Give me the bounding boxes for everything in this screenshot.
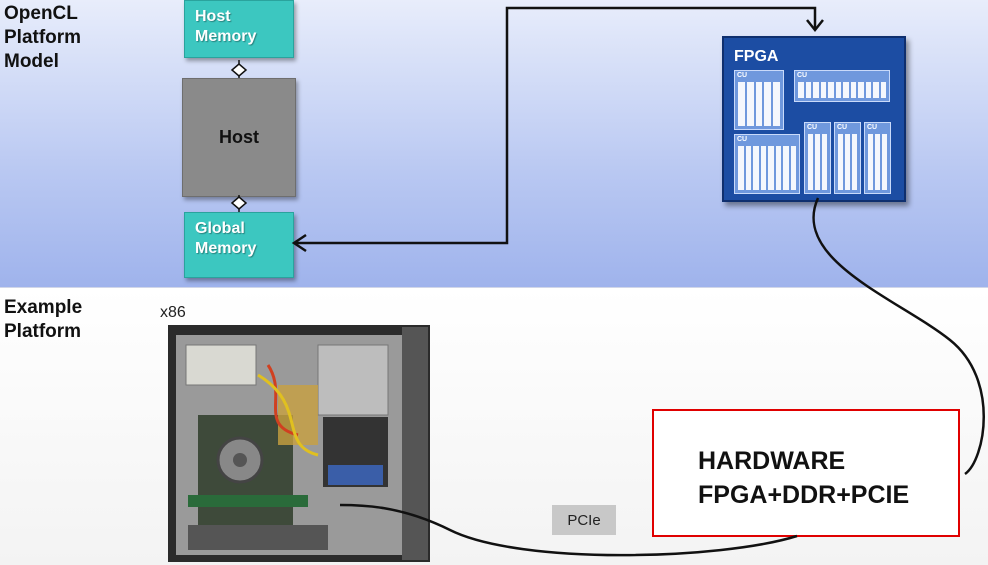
- pcie-cable: [339, 197, 985, 557]
- example-platform-title: Example Platform: [4, 297, 83, 342]
- host-label: Host: [219, 127, 259, 147]
- cu-label: CU: [867, 124, 878, 131]
- compute-unit: CU: [794, 70, 890, 102]
- fpga-global-memory-arrow: [296, 6, 817, 245]
- fpga-chip: FPGA CU CU CU CU CU CU: [722, 36, 906, 202]
- fpga-label: FPGA: [734, 48, 779, 65]
- platform-model-title: OpenCL Platform Model: [4, 3, 82, 72]
- compute-unit: CU: [734, 134, 800, 194]
- cu-label: CU: [737, 136, 748, 143]
- compute-unit: CU: [734, 70, 784, 130]
- hardware-subtitle: FPGA+DDR+PCIE: [698, 481, 910, 509]
- cu-label: CU: [737, 72, 748, 79]
- host-global-link: [230, 195, 248, 212]
- compute-unit: CU: [834, 122, 861, 194]
- hardware-callout: HARDWARE FPGA+DDR+PCIE: [652, 409, 960, 537]
- pcie-label: PCIe: [552, 505, 616, 535]
- pc-tower-image: [168, 325, 430, 562]
- cu-label: CU: [797, 72, 808, 79]
- x86-label: x86: [160, 304, 186, 321]
- global-memory-box: Global Memory: [184, 212, 294, 278]
- compute-unit: CU: [804, 122, 831, 194]
- host-memory-box: Host Memory: [184, 0, 294, 58]
- hardware-title: HARDWARE: [698, 447, 846, 475]
- cu-label: CU: [837, 124, 848, 131]
- compute-unit: CU: [864, 122, 891, 194]
- cu-label: CU: [807, 124, 818, 131]
- host-memory-link: [230, 60, 248, 78]
